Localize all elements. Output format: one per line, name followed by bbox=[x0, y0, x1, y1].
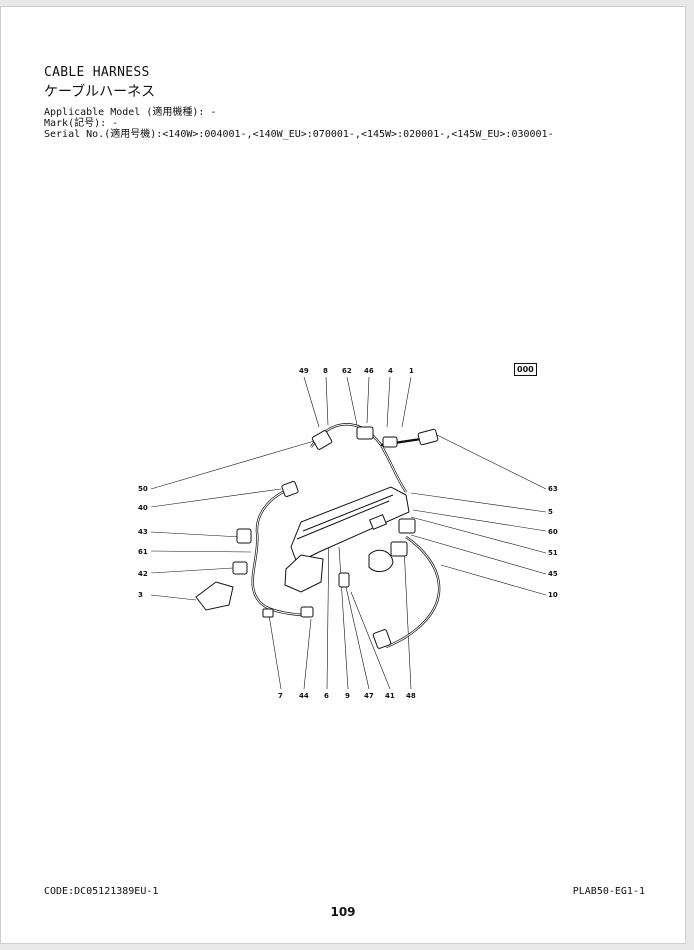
harness-parts bbox=[195, 423, 441, 649]
mark-field: Mark(記号): - bbox=[44, 118, 119, 129]
sheet-code: PLAB50-EG1-1 bbox=[572, 886, 645, 897]
callout-6: 6 bbox=[324, 692, 329, 700]
callout-4: 4 bbox=[388, 367, 393, 375]
callout-40: 40 bbox=[138, 504, 148, 512]
callout-50: 50 bbox=[138, 485, 148, 493]
callout-42: 42 bbox=[138, 570, 148, 578]
callout-9: 9 bbox=[345, 692, 350, 700]
callout-8: 8 bbox=[323, 367, 328, 375]
applicable-model: Applicable Model (適用機種): - bbox=[44, 107, 217, 118]
callout-43: 43 bbox=[138, 528, 148, 536]
callout-10: 10 bbox=[548, 591, 558, 599]
callout-5: 5 bbox=[548, 508, 553, 516]
document-page: CABLE HARNESS ケーブルハーネス Applicable Model … bbox=[0, 6, 686, 944]
serial-number: Serial No.(適用号機):<140W>:004001-,<140W_EU… bbox=[44, 129, 554, 140]
page-title: CABLE HARNESS bbox=[44, 65, 150, 80]
callout-61: 61 bbox=[138, 548, 148, 556]
document-code: CODE:DC05121389EU-1 bbox=[44, 886, 159, 897]
reference-box: 000 bbox=[514, 363, 537, 376]
callout-47: 47 bbox=[364, 692, 374, 700]
callout-46: 46 bbox=[364, 367, 374, 375]
callout-3: 3 bbox=[138, 591, 143, 599]
page-number: 109 bbox=[330, 905, 356, 919]
page-title-japanese: ケーブルハーネス bbox=[44, 84, 156, 100]
callout-41: 41 bbox=[385, 692, 395, 700]
callout-49: 49 bbox=[299, 367, 309, 375]
callout-60: 60 bbox=[548, 528, 558, 536]
callout-51: 51 bbox=[548, 549, 558, 557]
callout-48: 48 bbox=[406, 692, 416, 700]
callout-7: 7 bbox=[278, 692, 283, 700]
callout-1: 1 bbox=[409, 367, 414, 375]
callout-44: 44 bbox=[299, 692, 309, 700]
cable-harness-diagram: 49 8 62 46 4 1 50 40 43 61 42 3 63 5 60 … bbox=[138, 367, 558, 700]
callout-63: 63 bbox=[548, 485, 558, 493]
callout-62: 62 bbox=[342, 367, 352, 375]
leader-lines bbox=[150, 376, 547, 690]
callout-45: 45 bbox=[548, 570, 558, 578]
